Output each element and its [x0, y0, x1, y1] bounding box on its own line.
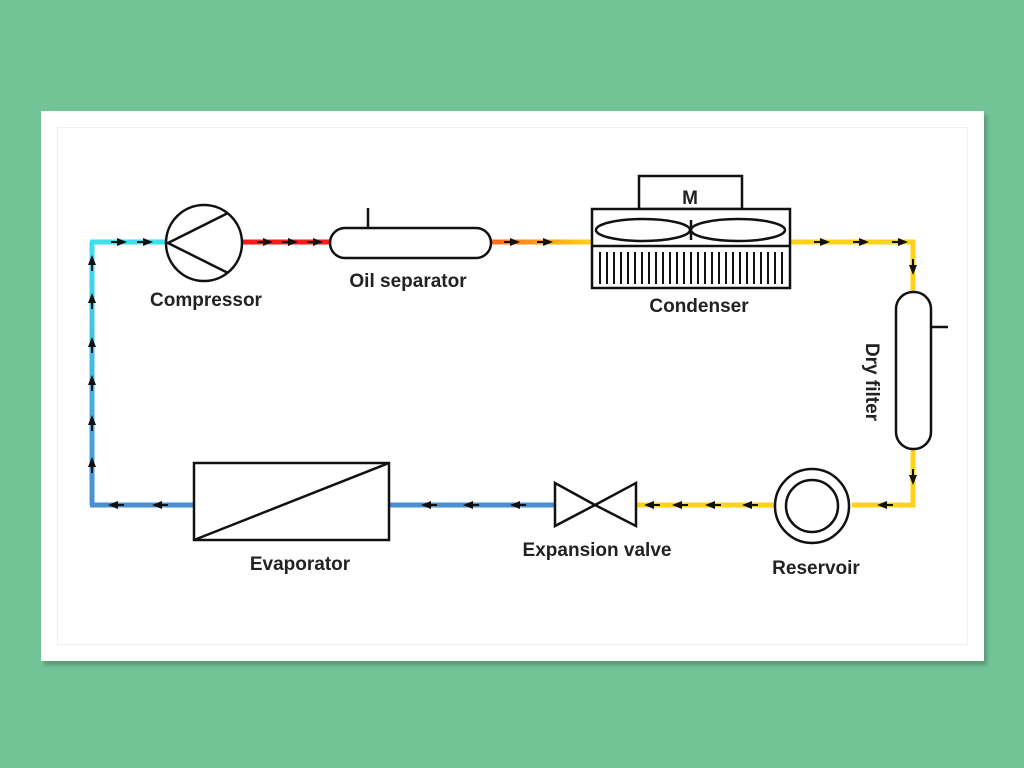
reservoir-label: Reservoir: [772, 558, 860, 579]
evaporator-diagonal: [193, 461, 390, 542]
arrow-left: [877, 501, 893, 509]
dry-filter-label: Dry filter: [861, 343, 882, 422]
flow-arrows: [88, 238, 917, 509]
arrow-down: [909, 469, 917, 485]
arrow-right: [137, 238, 153, 246]
arrow-up: [88, 337, 96, 353]
arrow-left: [742, 501, 758, 509]
compressor-symbol: [165, 211, 229, 275]
arrow-right: [853, 238, 869, 246]
arrow-up: [88, 255, 96, 271]
arrow-left: [672, 501, 688, 509]
expansion-valve-right: [592, 480, 638, 529]
expansion-valve-label: Expansion valve: [523, 540, 672, 561]
reservoir-inner: [784, 478, 840, 534]
arrow-up: [88, 457, 96, 473]
condenser-fins: [599, 252, 783, 284]
arrow-left: [510, 501, 526, 509]
condenser-motor-label: M: [682, 188, 698, 209]
arrow-left: [644, 501, 660, 509]
expansion-valve-left: [553, 480, 598, 529]
pipe-filter-reservoir: [852, 450, 916, 508]
arrow-up: [88, 375, 96, 391]
compressor-body: [164, 203, 244, 283]
oil-separator-body: [328, 226, 493, 260]
condenser-fan-right: [689, 217, 787, 243]
reservoir: [773, 467, 851, 545]
arrow-left: [463, 501, 479, 509]
arrow-right: [307, 238, 323, 246]
arrow-up: [88, 415, 96, 431]
expansion-valve: [553, 480, 638, 529]
condenser-fan-left: [594, 217, 692, 243]
arrow-right: [504, 238, 520, 246]
arrow-right: [111, 238, 127, 246]
arrow-down: [909, 259, 917, 275]
condenser: [590, 174, 792, 290]
compressor: [164, 203, 244, 283]
arrow-right: [537, 238, 553, 246]
arrow-left: [152, 501, 168, 509]
dry-filter-body: [894, 290, 933, 451]
arrow-right: [282, 238, 298, 246]
diagram-card-border: [57, 127, 968, 645]
pipe-condenser-out: [790, 239, 916, 294]
arrow-right: [814, 238, 830, 246]
arrow-left: [421, 501, 437, 509]
arrow-left: [108, 501, 124, 509]
condenser-label: Condenser: [649, 296, 749, 317]
compressor-label: Compressor: [150, 290, 263, 311]
oil-separator: [328, 208, 493, 260]
diagram-card: [41, 111, 984, 661]
arrow-right: [892, 238, 908, 246]
arrow-left: [705, 501, 721, 509]
evaporator: [192, 461, 391, 542]
condenser-motor-box: [637, 174, 744, 211]
arrow-up: [88, 293, 96, 309]
arrow-right: [257, 238, 273, 246]
evaporator-label: Evaporator: [250, 554, 351, 575]
dry-filter: [894, 290, 948, 451]
oil-separator-label: Oil separator: [349, 271, 467, 292]
